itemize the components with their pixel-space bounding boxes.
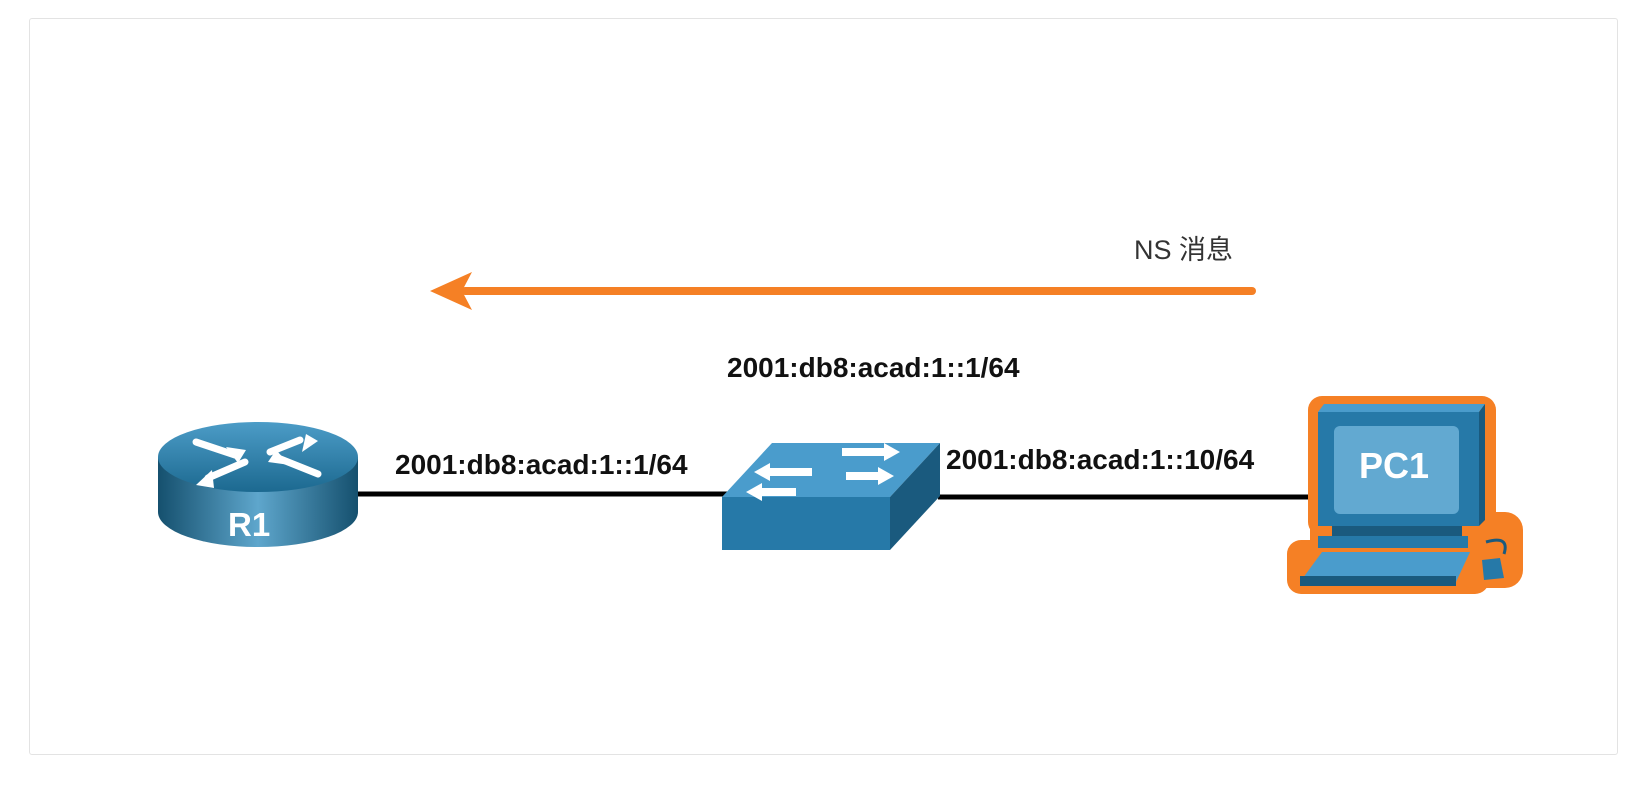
ns-message-label: NS 消息 — [1134, 235, 1234, 265]
pc-label: PC1 — [1359, 445, 1430, 486]
r1-link-address-label: 2001:db8:acad:1::1/64 — [395, 449, 688, 480]
pc1-link-address-label: 2001:db8:acad:1::10/64 — [946, 444, 1255, 475]
diagram-frame — [29, 18, 1618, 755]
ns-message-arrow — [430, 272, 1256, 310]
router-icon[interactable] — [158, 422, 358, 547]
switch-address-label: 2001:db8:acad:1::1/64 — [727, 352, 1020, 383]
router-label: R1 — [228, 506, 271, 543]
switch-icon[interactable] — [722, 443, 940, 550]
pc-icon[interactable] — [1287, 396, 1523, 594]
